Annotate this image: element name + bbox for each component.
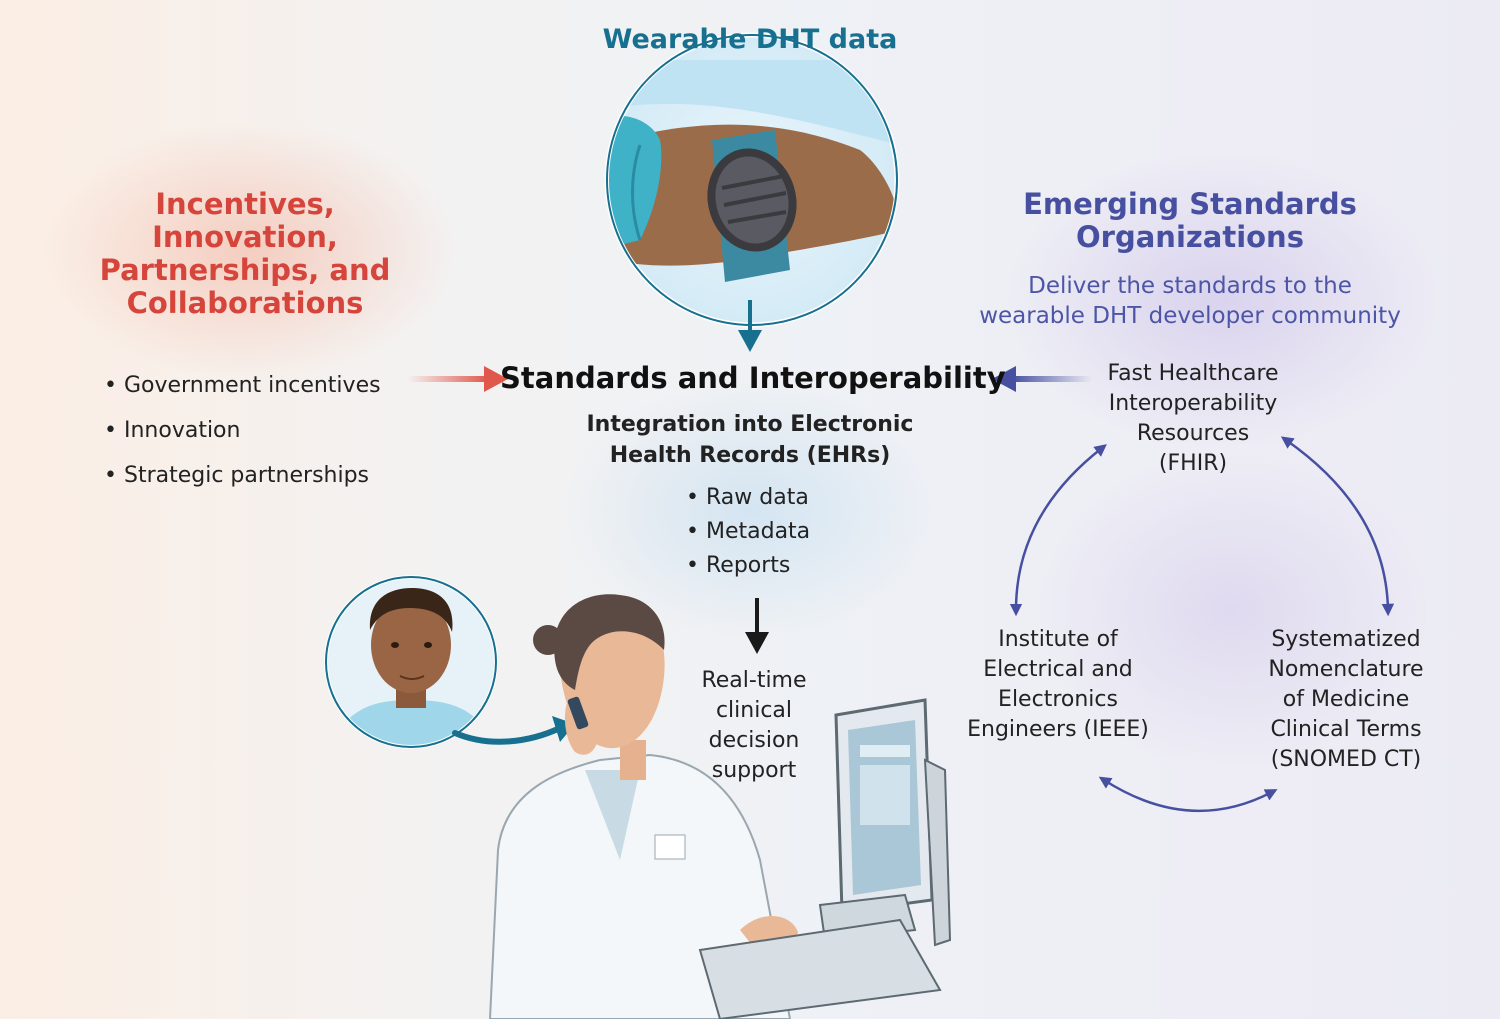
fhir-line: Fast Healthcare (1107, 361, 1279, 386)
arrow-fhir-head (992, 366, 1016, 392)
snomed-line: Systematized (1271, 627, 1421, 652)
ieee-line: Institute of (998, 627, 1118, 652)
arrow-patient-to-clinician (452, 725, 563, 745)
ieee-line: Engineers (IEEE) (967, 717, 1149, 742)
list-item: Strategic partnerships (104, 453, 404, 498)
wearable-watch-illustration (604, 32, 900, 328)
standards-heading-line: Emerging Standards (1023, 187, 1357, 221)
incentives-heading-line: Collaborations (126, 286, 364, 320)
snomed-line: (SNOMED CT) (1270, 747, 1422, 772)
ieee-label: Institute of Electrical and Electronics … (948, 625, 1168, 745)
decision-support-line: decision (708, 728, 800, 753)
list-item: Reports (686, 549, 886, 583)
ehr-subtitle-line: Health Records (EHRs) (609, 443, 891, 468)
list-item: Innovation (104, 408, 404, 453)
wearable-title: Wearable DHT data (602, 24, 898, 55)
arrow-fhir-snomed (1280, 436, 1395, 617)
ieee-line: Electrical and (983, 657, 1133, 682)
fhir-line: Resources (1136, 421, 1250, 446)
snomed-line: Clinical Terms (1270, 717, 1422, 742)
decision-support-line: support (711, 758, 797, 783)
fhir-label: Fast Healthcare Interoperability Resourc… (1080, 359, 1306, 479)
arrow-ieee-snomed (1098, 776, 1278, 813)
fhir-line: (FHIR) (1158, 451, 1228, 476)
arrow-watch-head (738, 330, 762, 352)
snomed-line: Nomenclature (1268, 657, 1424, 682)
arrow-incentives-to-standards (408, 376, 488, 382)
arrow-incentives-head (484, 366, 508, 392)
standards-subtitle-line: wearable DHT developer community (979, 303, 1401, 329)
fhir-line: Interoperability (1108, 391, 1278, 416)
list-item: Government incentives (104, 363, 404, 408)
standards-orgs-heading: Emerging Standards Organizations (1000, 188, 1380, 254)
standards-orgs-subtitle: Deliver the standards to the wearable DH… (960, 271, 1420, 331)
incentives-heading: Incentives, Innovation, Partnerships, an… (60, 188, 430, 320)
decision-support-line: Real-time (701, 668, 807, 693)
incentives-heading-line: Incentives, Innovation, (152, 187, 338, 254)
standards-interoperability-title: Standards and Interoperability (500, 361, 1006, 395)
list-item: Metadata (686, 515, 886, 549)
decision-support-line: clinical (715, 698, 793, 723)
decision-support-label: Real-time clinical decision support (674, 666, 834, 786)
standards-heading-line: Organizations (1076, 220, 1304, 254)
ieee-line: Electronics (998, 687, 1118, 712)
list-item: Raw data (686, 481, 886, 515)
arrow-fhir-ieee (1009, 444, 1107, 617)
computer-monitor-illustration (698, 698, 952, 1019)
patient-portrait (324, 575, 498, 749)
snomed-line: of Medicine (1282, 687, 1410, 712)
snomed-label: Systematized Nomenclature of Medicine Cl… (1240, 625, 1452, 775)
arrow-support-head (745, 632, 769, 654)
incentives-list: Government incentives Innovation Strateg… (104, 363, 404, 498)
ehr-data-list: Raw data Metadata Reports (686, 481, 886, 583)
ehr-integration-subtitle: Integration into Electronic Health Recor… (560, 409, 940, 471)
ehr-subtitle-line: Integration into Electronic (586, 412, 914, 437)
arrow-fhir-to-standards (1012, 376, 1092, 382)
incentives-heading-line: Partnerships, and (99, 253, 391, 287)
standards-subtitle-line: Deliver the standards to the (1028, 273, 1352, 299)
